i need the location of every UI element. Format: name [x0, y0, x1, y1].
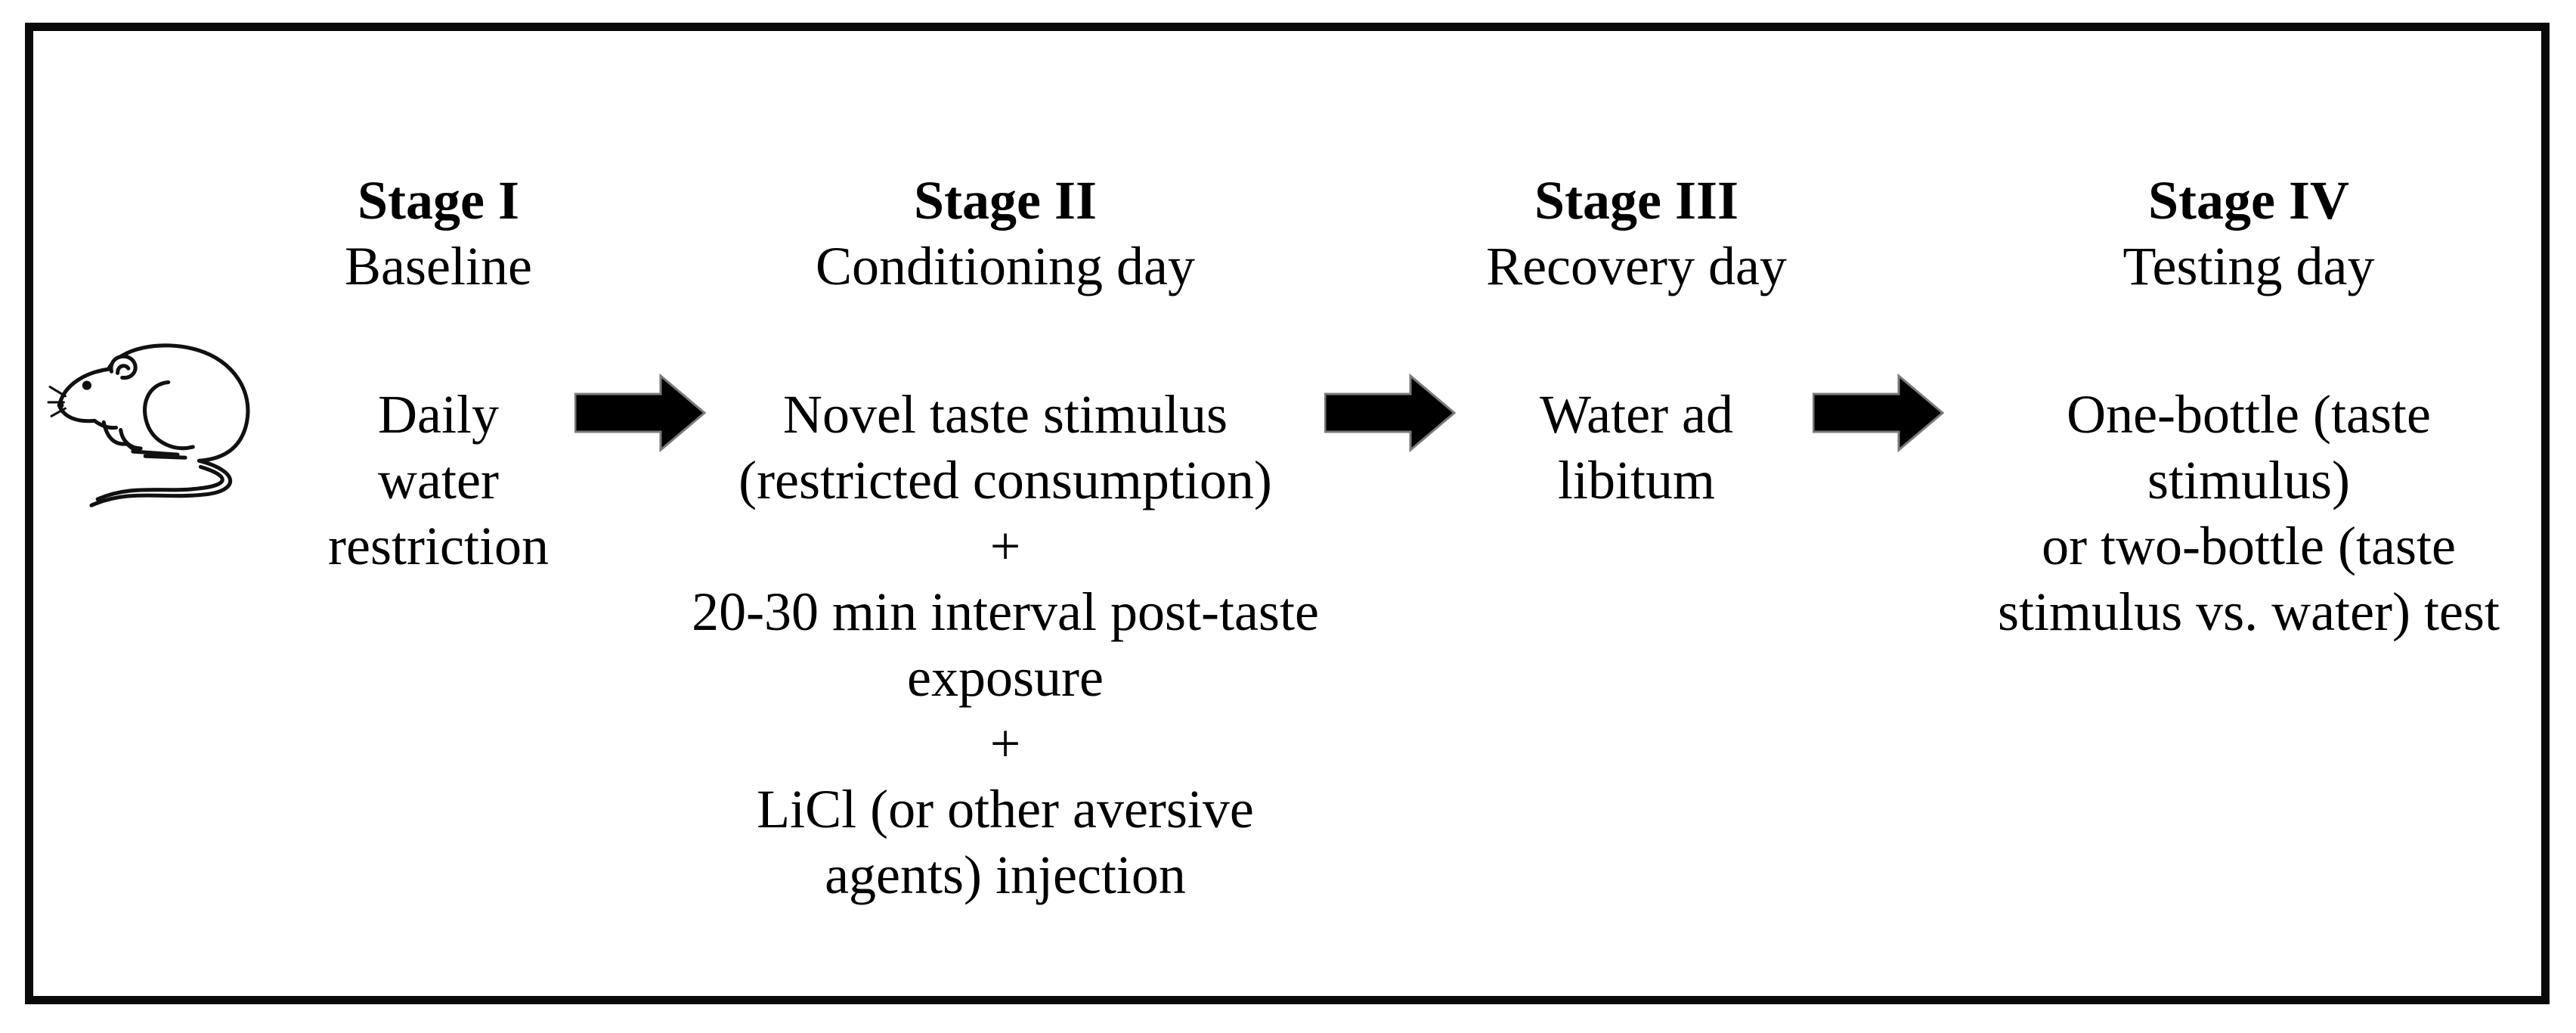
- text-line: agents) injection: [825, 845, 1186, 905]
- stage-2-title: Stage II: [913, 170, 1097, 231]
- arrow-stage2-to-stage3-icon: [1324, 374, 1457, 452]
- text-line: (restricted consumption): [738, 450, 1272, 510]
- stage-1-title: Stage I: [358, 170, 519, 231]
- stage-3-title: Stage III: [1534, 170, 1739, 231]
- rat-eye: [82, 380, 91, 390]
- arrow-stage3-to-stage4-icon: [1813, 374, 1945, 452]
- text-line: +: [989, 516, 1021, 576]
- text-line: stimulus): [2147, 450, 2351, 510]
- text-line: or two-bottle (taste: [2042, 516, 2456, 576]
- text-line: One-bottle (taste: [2067, 384, 2431, 445]
- text-line: restriction: [328, 516, 549, 576]
- stage-4-title: Stage IV: [2148, 170, 2349, 231]
- text-line: exposure: [907, 647, 1104, 708]
- text-line: Water ad: [1539, 384, 1734, 445]
- stage-2-column: Stage II Conditioning day Novel taste st…: [665, 168, 1345, 908]
- stage-1-subtitle: Baseline: [345, 236, 532, 296]
- text-line: 20-30 min interval post-taste: [692, 582, 1319, 642]
- stage-4-subtitle: Testing day: [2122, 236, 2375, 296]
- text-line: LiCl (or other aversive: [757, 779, 1254, 839]
- stage-3-subtitle: Recovery day: [1486, 236, 1787, 296]
- rat-icon: [47, 343, 250, 507]
- text-line: stimulus vs. water) test: [1998, 582, 2500, 642]
- text-line: +: [989, 713, 1021, 774]
- text-line: Daily: [378, 384, 499, 445]
- text-line: Novel taste stimulus: [783, 384, 1228, 445]
- stage-2-body: Novel taste stimulus(restricted consumpt…: [665, 382, 1345, 908]
- arrow-stage1-to-stage2-icon: [574, 374, 707, 452]
- figure-frame: [25, 23, 2550, 1004]
- text-line: libitum: [1557, 450, 1716, 510]
- text-line: water: [378, 450, 499, 510]
- stage-2-subtitle: Conditioning day: [816, 236, 1195, 296]
